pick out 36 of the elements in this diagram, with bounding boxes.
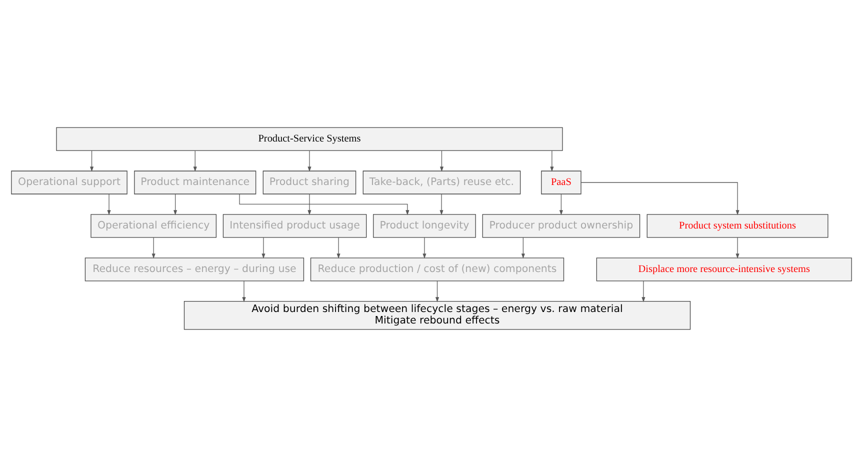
arrow (550, 150, 554, 172)
arrow (262, 236, 266, 258)
node-box: Product system substitutions (646, 214, 828, 238)
node-box: Avoid burden shifting between lifecycle stages – energy vs. raw material Mitigate rebound effects (184, 300, 691, 330)
arrow (580, 182, 740, 215)
node-box: Product maintenance (134, 170, 256, 194)
node-box: Product longevity (373, 214, 476, 238)
arrow (90, 150, 94, 172)
arrow (736, 236, 740, 258)
arrow (242, 280, 246, 302)
arrow (152, 236, 156, 258)
arrow (174, 193, 178, 215)
node-box: PaaS (541, 170, 582, 194)
arrow (308, 193, 312, 215)
node-box: Product sharing (262, 170, 356, 194)
arrow (336, 236, 340, 258)
arrow (559, 193, 563, 215)
arrow (193, 150, 197, 172)
node-box: Product-Service Systems (56, 126, 563, 150)
arrow (239, 193, 410, 215)
arrow (440, 150, 444, 172)
node-box: Displace more resource-intensive systems (596, 257, 852, 281)
arrow (521, 236, 525, 258)
node-box: Reduce resources – energy – during use (84, 257, 304, 281)
node-box: Intensified product usage (222, 214, 367, 238)
arrow (308, 150, 312, 172)
node-box: Reduce production / cost of (new) components (310, 257, 564, 281)
node-box: Operational support (11, 170, 128, 194)
node-box: Producer product ownership (482, 214, 640, 238)
arrow (440, 193, 444, 215)
arrow (422, 236, 426, 258)
arrow (107, 193, 111, 215)
arrow (642, 280, 646, 302)
node-box: Operational efficiency (90, 214, 217, 238)
node-box: Take-back, (Parts) reuse etc. (362, 170, 521, 194)
arrow (435, 280, 440, 302)
